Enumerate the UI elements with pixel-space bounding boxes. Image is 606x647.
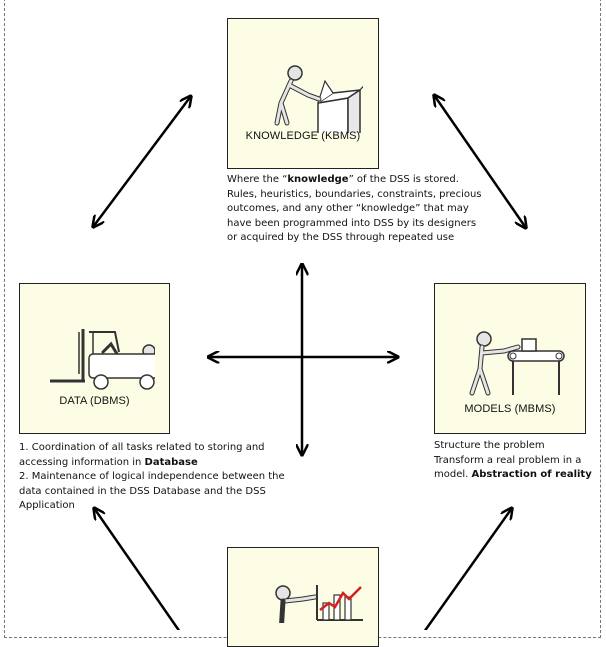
person-opening-box-icon (274, 65, 363, 133)
bottom-box (227, 547, 379, 647)
models-description: Structure the problem Transform a real p… (434, 440, 592, 480)
arrow-data-bottom (94, 508, 181, 630)
models-label: MODELS (MBMS) (464, 403, 556, 415)
forklift-icon (50, 329, 155, 390)
data-description: 1. Coordination of all tasks related to … (19, 442, 285, 511)
person-at-conveyor-icon (469, 331, 565, 396)
arrow-knowledge-models (434, 95, 526, 228)
models-box: MODELS (MBMS) (434, 283, 586, 434)
knowledge-description: Where the “knowledge” of the DSS is stor… (227, 174, 482, 243)
data-box: DATA (DBMS) (19, 283, 170, 434)
arrow-models-bottom (423, 508, 512, 630)
knowledge-emphasis: knowledge (287, 174, 349, 185)
knowledge-box: KNOWLEDGE (KBMS) (227, 18, 379, 169)
data-emphasis: Database (144, 456, 198, 468)
arrow-knowledge-data (93, 96, 191, 227)
models-emphasis: Abstraction of reality (471, 469, 592, 480)
data-label: DATA (DBMS) (59, 395, 130, 407)
knowledge-label: KNOWLEDGE (KBMS) (245, 130, 361, 142)
person-presenting-chart-icon (275, 585, 363, 623)
arrows-layer (0, 0, 606, 630)
